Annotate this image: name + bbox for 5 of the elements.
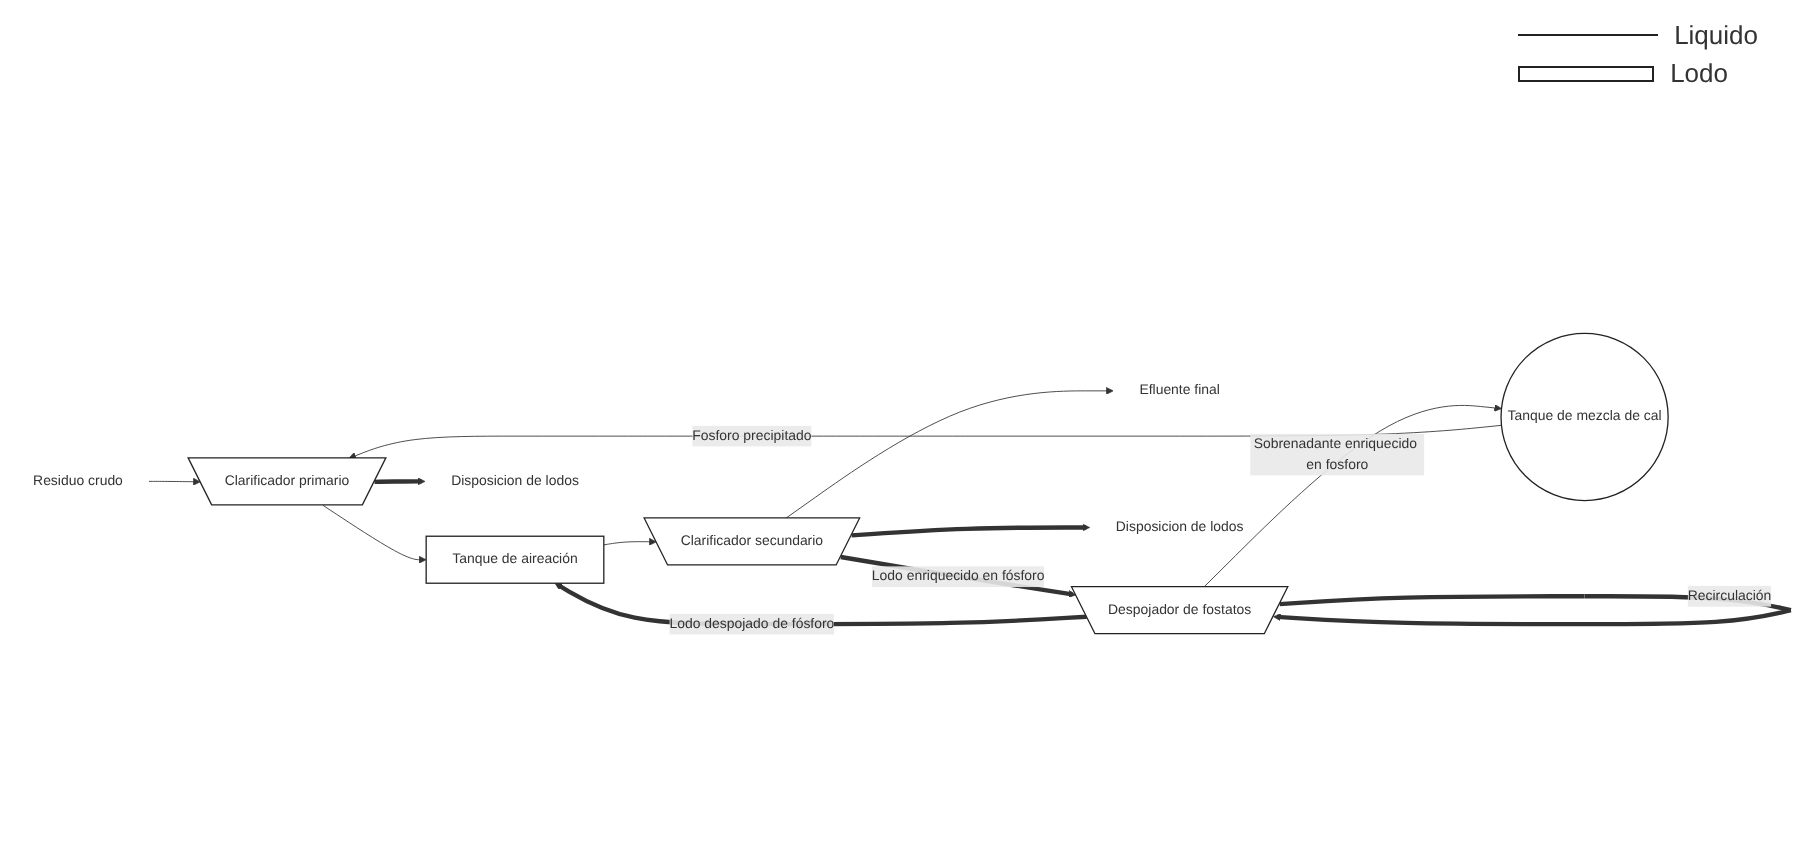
legend-label: Liquido bbox=[1674, 20, 1758, 50]
arrow bbox=[851, 523, 1090, 538]
arrow bbox=[840, 554, 1077, 598]
legend-label: Lodo bbox=[1670, 58, 1728, 88]
arrow bbox=[374, 477, 426, 486]
